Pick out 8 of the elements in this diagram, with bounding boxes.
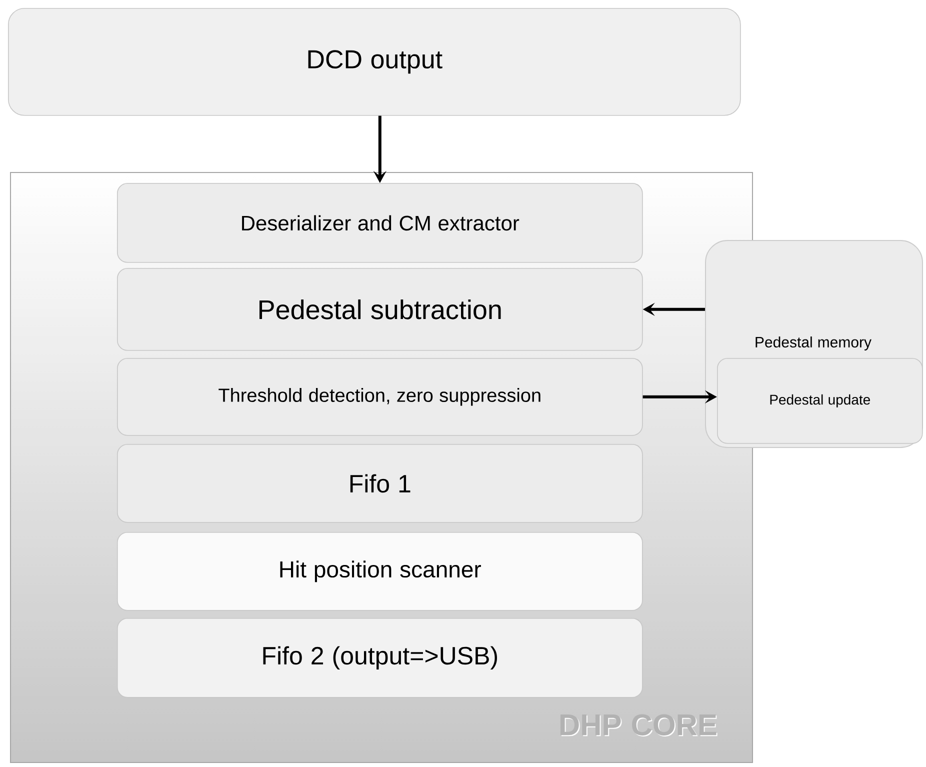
output-box: DCD output — [8, 8, 741, 116]
process-box: Pedestal subtraction — [117, 268, 643, 351]
process-box: Fifo 1 — [117, 444, 643, 523]
process-box: Hit position scanner — [117, 532, 643, 611]
process-box: Deserializer and CM extractor — [117, 183, 643, 263]
process-box: Threshold detection, zero suppression — [117, 358, 643, 436]
process-box: Fifo 2 (output=>USB) — [117, 618, 643, 698]
process-box: Pedestal update — [717, 358, 923, 444]
